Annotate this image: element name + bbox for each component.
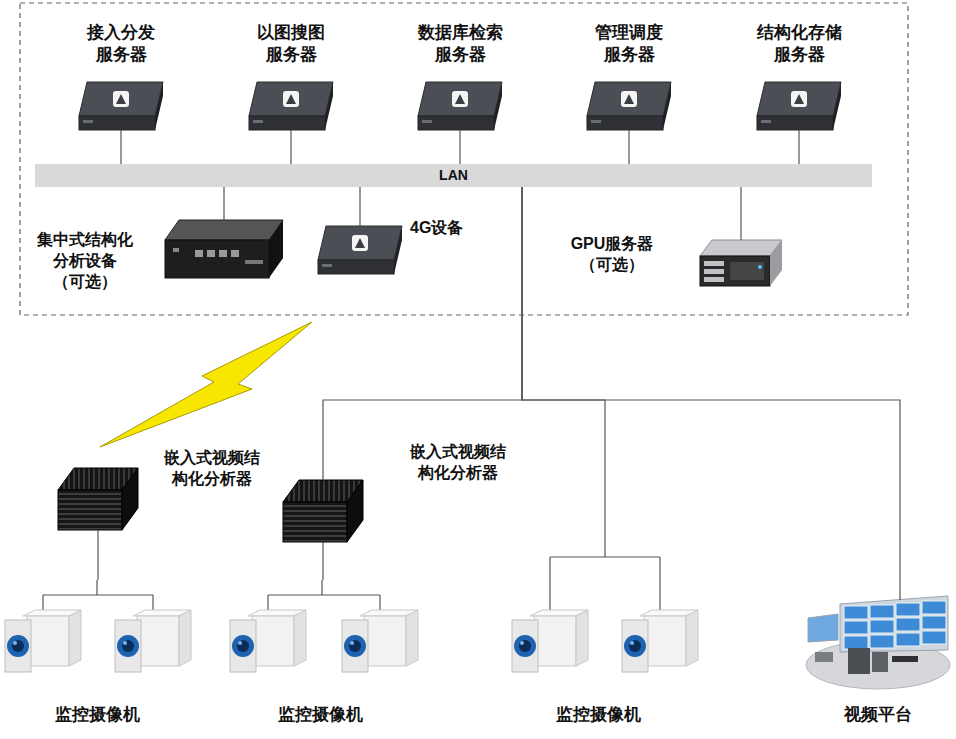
embedded-analyzer: 嵌入式视频结 构化分析器	[58, 468, 138, 530]
label-wrap: 数据库检索 服务器	[418, 22, 503, 66]
node-label: 结构化存储 服务器	[757, 22, 842, 66]
node-label: 嵌入式视频结 构化分析器	[410, 442, 506, 484]
label-wrap: 监控摄像机	[55, 704, 140, 726]
server: 管理调度 服务器	[587, 82, 671, 130]
camera-group: 监控摄像机	[2, 580, 192, 675]
camera-group: 监控摄像机	[227, 580, 417, 675]
node-label: 监控摄像机	[278, 704, 363, 726]
connector	[323, 187, 522, 480]
node-label: 管理调度 服务器	[595, 22, 663, 66]
analysis-device: 集中式结构化 分析设备 （可选）	[165, 220, 283, 278]
label-wrap: 监控摄像机	[556, 704, 641, 726]
node-label: LAN	[439, 166, 468, 184]
connector	[798, 130, 799, 164]
connector	[290, 130, 291, 164]
label-wrap: 集中式结构化 分析设备 （可选）	[37, 230, 133, 292]
connector	[628, 130, 629, 164]
label-wrap: 监控摄像机	[278, 704, 363, 726]
camera-group: 监控摄像机	[510, 550, 700, 675]
label-wrap: 以图搜图 服务器	[257, 22, 325, 66]
label-wrap: LAN	[439, 166, 468, 184]
label-wrap: 视频平台	[844, 704, 912, 726]
video-platform: 视频平台	[852, 600, 948, 678]
node-label: 4G设备	[410, 218, 463, 239]
node-label: 以图搜图 服务器	[257, 22, 325, 66]
server: 数据库检索 服务器	[418, 82, 502, 130]
connector	[459, 130, 460, 164]
node-label: 嵌入式视频结 构化分析器	[164, 448, 260, 490]
node-label: 监控摄像机	[55, 704, 140, 726]
embedded-analyzer: 嵌入式视频结 构化分析器	[283, 480, 363, 542]
label-wrap: 管理调度 服务器	[595, 22, 663, 66]
node-label: 监控摄像机	[556, 704, 641, 726]
server: 结构化存储 服务器	[757, 82, 841, 130]
label-wrap: 嵌入式视频结 构化分析器	[410, 442, 506, 484]
connector	[740, 187, 741, 240]
server: 接入分发 服务器	[79, 82, 163, 130]
node-label: 数据库检索 服务器	[418, 22, 503, 66]
connector	[97, 530, 98, 580]
label-wrap: 4G设备	[410, 218, 463, 239]
node-label: GPU服务器 （可选）	[571, 234, 654, 276]
label-wrap: GPU服务器 （可选）	[571, 234, 654, 276]
4g-device: 4G设备	[318, 226, 402, 274]
connector	[120, 130, 121, 164]
connector	[322, 542, 323, 580]
connector	[359, 187, 360, 226]
connector	[223, 187, 224, 220]
lan-band: LAN	[35, 164, 872, 187]
gpu-server: GPU服务器 （可选）	[700, 240, 782, 286]
node-label: 接入分发 服务器	[87, 22, 155, 66]
label-wrap: 嵌入式视频结 构化分析器	[164, 448, 260, 490]
label-wrap: 结构化存储 服务器	[757, 22, 842, 66]
label-wrap: 接入分发 服务器	[87, 22, 155, 66]
node-label: 视频平台	[844, 704, 912, 726]
node-label: 集中式结构化 分析设备 （可选）	[37, 230, 133, 292]
connector	[522, 187, 900, 600]
server: 以图搜图 服务器	[249, 82, 333, 130]
